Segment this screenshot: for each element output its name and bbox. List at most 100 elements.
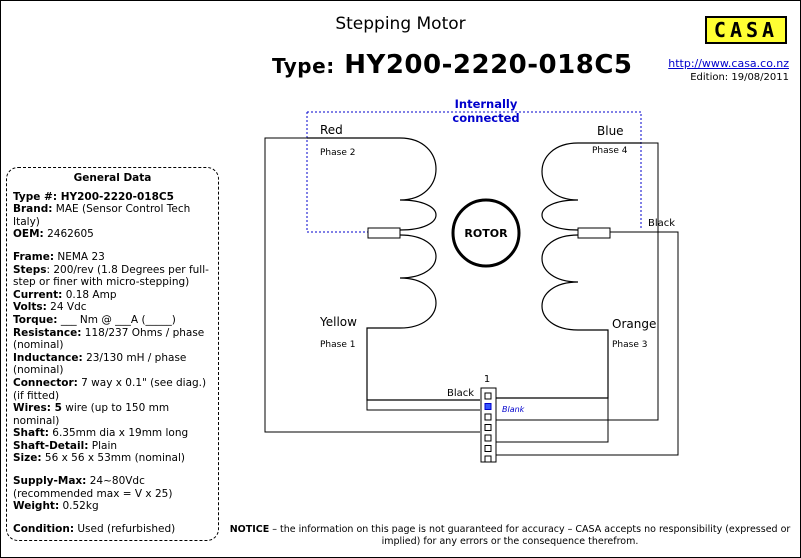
general-data-row: Frame: NEMA 23 bbox=[13, 251, 212, 264]
connector-pin-number: 1 bbox=[484, 374, 490, 385]
general-data-row: Shaft-Detail: Plain bbox=[13, 440, 212, 453]
general-data-label: Supply-Max: bbox=[13, 475, 87, 488]
general-data-row: Wires: 5 wire (up to 150 mm nominal) bbox=[13, 402, 212, 427]
motor-type-heading: Type: HY200-2220-018C5 bbox=[272, 50, 633, 80]
rotor-label: ROTOR bbox=[464, 227, 508, 240]
connector-pin-blank bbox=[484, 403, 492, 410]
general-data-title: General Data bbox=[73, 172, 152, 184]
general-data-label: Weight: bbox=[13, 500, 60, 513]
general-data-row: Supply-Max: 24~80Vdc (recommended max = … bbox=[13, 475, 212, 500]
general-data-row: Torque: ___ Nm @ ___A (_____) bbox=[13, 314, 212, 327]
general-data-label: Steps bbox=[13, 263, 47, 276]
general-data-value: Plain bbox=[88, 439, 118, 452]
general-data-value: : 200/rev (1.8 Degrees per full-step or … bbox=[13, 263, 209, 289]
general-data-value: HY200-2220-018C5 bbox=[57, 190, 174, 203]
general-data-label: Type #: bbox=[13, 190, 58, 203]
general-data-value: wire (up to 150 mm nominal) bbox=[13, 402, 170, 427]
label-phase1: Phase 1 bbox=[320, 340, 355, 350]
general-data-value: MAE (Sensor Control Tech Italy) bbox=[13, 203, 191, 228]
general-data-value: 23/130 mH / phase (nominal) bbox=[13, 351, 187, 377]
general-data-value: NEMA 23 bbox=[54, 250, 105, 263]
label-phase2: Phase 2 bbox=[320, 148, 355, 158]
general-data-label: Wires: 5 bbox=[13, 402, 62, 415]
general-data-row: Inductance: 23/130 mH / phase (nominal) bbox=[13, 352, 212, 377]
connector-pin bbox=[484, 413, 492, 421]
general-data-label: Shaft-Detail: bbox=[13, 439, 89, 452]
label-blank: Blank bbox=[502, 405, 525, 414]
coil-phase1 bbox=[366, 234, 480, 401]
label-blue: Blue bbox=[597, 124, 624, 138]
general-data-row: Volts: 24 Vdc bbox=[13, 301, 212, 314]
general-data-label: Size: bbox=[13, 452, 42, 465]
wire-blue bbox=[495, 142, 659, 421]
wire-red bbox=[264, 137, 480, 433]
general-data-row: Steps: 200/rev (1.8 Degrees per full-ste… bbox=[13, 264, 212, 289]
connector-pin bbox=[484, 424, 492, 431]
coil-phase3 bbox=[495, 234, 609, 399]
general-data-value: ___ Nm @ ___A (_____) bbox=[57, 313, 176, 326]
general-data-value: 118/237 Ohms / phase (nominal) bbox=[13, 326, 205, 352]
label-red: Red bbox=[320, 123, 343, 137]
general-data-value: 6.35mm dia x 19mm long bbox=[48, 427, 189, 440]
general-data-row: Size: 56 x 56 x 53mm (nominal) bbox=[13, 452, 212, 465]
coil-phase2 bbox=[307, 137, 437, 231]
general-data-value: 7 way x 0.1" (see diag.) (if fitted) bbox=[13, 376, 207, 402]
connector-pin bbox=[484, 455, 492, 463]
website-link[interactable]: http://www.casa.co.nz bbox=[668, 57, 789, 70]
general-data-label: Frame: bbox=[13, 250, 55, 263]
general-data-value: 0.52kg bbox=[59, 500, 99, 513]
general-data-row: Resistance: 118/237 Ohms / phase (nomina… bbox=[13, 327, 212, 352]
general-data-row: Shaft: 6.35mm dia x 19mm long bbox=[13, 427, 212, 440]
general-data-row: Type #: HY200-2220-018C5 bbox=[13, 191, 212, 204]
label-black-right: Black bbox=[648, 218, 675, 229]
rotor-circle bbox=[451, 198, 521, 268]
general-data-label: Torque: bbox=[13, 313, 58, 326]
general-data-value: 24~80Vdc (recommended max = V x 25) bbox=[13, 475, 173, 500]
coil-phase4 bbox=[541, 142, 641, 231]
general-data-value: 24 Vdc bbox=[46, 301, 87, 314]
general-data-label: Condition: bbox=[13, 522, 75, 535]
connector-pin bbox=[484, 392, 492, 400]
type-value: HY200-2220-018C5 bbox=[344, 50, 633, 80]
general-data-label: Resistance: bbox=[13, 326, 82, 339]
general-data-label: Volts: bbox=[13, 301, 47, 314]
notice-footer: NOTICE – the information on this page is… bbox=[220, 524, 800, 548]
notice-text: – the information on this page is not gu… bbox=[269, 524, 791, 547]
general-data-value: Used (refurbished) bbox=[74, 522, 176, 535]
label-black-connector: Black bbox=[447, 388, 474, 399]
connector-pin bbox=[484, 434, 492, 442]
general-data-value: 0.18 Amp bbox=[62, 288, 117, 301]
internal-note-line1: Internally bbox=[455, 97, 518, 111]
general-data-label: OEM: bbox=[13, 228, 44, 241]
internal-connection-line bbox=[306, 111, 642, 233]
notice-label: NOTICE bbox=[229, 524, 270, 535]
general-data-row: Weight: 0.52kg bbox=[13, 500, 212, 513]
label-phase3: Phase 3 bbox=[612, 340, 647, 350]
page-title: Stepping Motor bbox=[335, 14, 466, 34]
general-data-label: Shaft: bbox=[13, 427, 49, 440]
general-data-label: Current: bbox=[13, 288, 63, 301]
general-data-row: Current: 0.18 Amp bbox=[13, 289, 212, 302]
general-data-row: Connector: 7 way x 0.1" (see diag.) (if … bbox=[13, 377, 212, 402]
wire-orange bbox=[495, 372, 609, 443]
connector-pins bbox=[484, 392, 492, 463]
general-data-row: Brand: MAE (Sensor Control Tech Italy) bbox=[13, 203, 212, 228]
casa-logo: CASA bbox=[705, 16, 787, 44]
general-data-row: OEM: 2462605 bbox=[13, 228, 212, 241]
general-data-label: Inductance: bbox=[13, 351, 83, 364]
label-phase4: Phase 4 bbox=[592, 146, 628, 156]
general-data-value: 56 x 56 x 53mm (nominal) bbox=[41, 452, 186, 465]
internal-note-line2: connected bbox=[452, 111, 519, 125]
wire-black-common bbox=[495, 231, 679, 456]
left-center-tap bbox=[367, 227, 401, 239]
general-data-label: Brand: bbox=[13, 203, 53, 216]
connector-pin bbox=[484, 445, 492, 452]
label-yellow: Yellow bbox=[319, 315, 357, 329]
general-data-label: Connector: bbox=[13, 376, 78, 389]
type-label: Type: bbox=[272, 54, 335, 78]
label-orange: Orange bbox=[612, 317, 656, 331]
right-center-tap bbox=[577, 227, 611, 239]
